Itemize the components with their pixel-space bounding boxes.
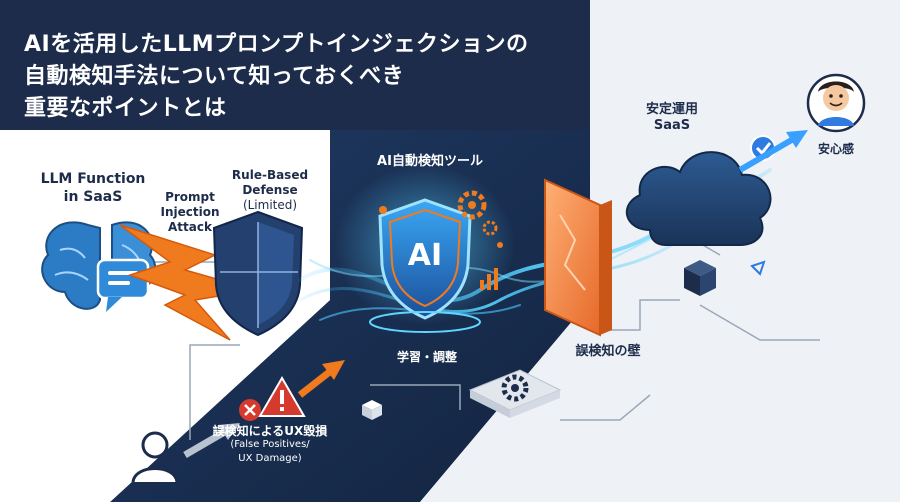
cube-icon <box>684 260 716 296</box>
bar-chart-icon <box>480 268 498 290</box>
user-outline-icon <box>131 431 179 483</box>
user-avatar-icon <box>806 73 866 133</box>
ai-orbit-ring <box>369 311 481 333</box>
ai-badge-text: AI <box>407 238 443 273</box>
warning-triangle-icon <box>258 376 306 417</box>
fp-wall-label: 誤検知の壁 <box>575 344 641 359</box>
title-line-2: 自動検知手法について知っておくべき <box>24 64 405 89</box>
attack-text: Attack <box>168 220 212 234</box>
rule-based-label: Rule-Based Defense (Limited) <box>225 168 315 213</box>
llm-function-label: LLM Function in SaaS <box>38 170 148 206</box>
rising-arrow-icon <box>297 360 345 398</box>
ai-tool-label: AI自動検知ツール <box>377 154 483 169</box>
llm-function-text: LLM Function <box>40 171 146 187</box>
success-arrow-icon <box>738 130 808 173</box>
attack-bolt-icon <box>119 224 256 341</box>
rule-based-text: Rule-Based <box>231 168 309 182</box>
triangle-marker-icon <box>750 260 766 276</box>
rule-based-shield-icon <box>212 210 304 337</box>
fp-damage-text: 誤検知によるUX毀損 <box>212 424 328 438</box>
stable-ops-label: 安定運用 SaaS <box>632 102 712 134</box>
defense-text: Defense <box>242 183 298 197</box>
cloud-icon <box>625 151 772 246</box>
ai-shield-icon <box>378 198 472 320</box>
gear-icon <box>457 190 487 220</box>
prompt-text: Prompt <box>165 190 215 204</box>
stable-ops-text: 安定運用 <box>645 102 698 117</box>
false-positives-text: (False Positives/ <box>230 439 310 450</box>
prompt-injection-label: Prompt Injection Attack <box>150 190 230 235</box>
title-line-3: 重要なポイントとは <box>24 96 227 121</box>
spark-dot <box>497 242 503 248</box>
error-x-icon <box>239 399 261 421</box>
saas-text: SaaS <box>653 118 691 133</box>
gear-platform-icon <box>468 369 562 418</box>
false-positive-wall <box>544 178 612 337</box>
spark-dot <box>379 206 387 214</box>
limited-text: (Limited) <box>242 198 298 212</box>
title-banner: AIを活用したLLMプロンプトインジェクションの 自動検知手法について知っておく… <box>0 0 590 130</box>
injection-text: Injection <box>160 205 220 219</box>
user-arrow-icon <box>183 423 240 459</box>
small-gear-icon <box>482 220 498 236</box>
title-line-1: AIを活用したLLMプロンプトインジェクションの <box>24 32 529 57</box>
learning-label: 学習・調整 <box>396 350 457 364</box>
in-saas-text: in SaaS <box>63 189 123 205</box>
fp-damage-label: 誤検知によるUX毀損 (False Positives/ UX Damage) <box>210 424 330 466</box>
small-cube-icon <box>362 400 382 420</box>
ux-damage-text: UX Damage) <box>238 453 302 464</box>
peace-of-mind-label: 安心感 <box>817 142 854 156</box>
